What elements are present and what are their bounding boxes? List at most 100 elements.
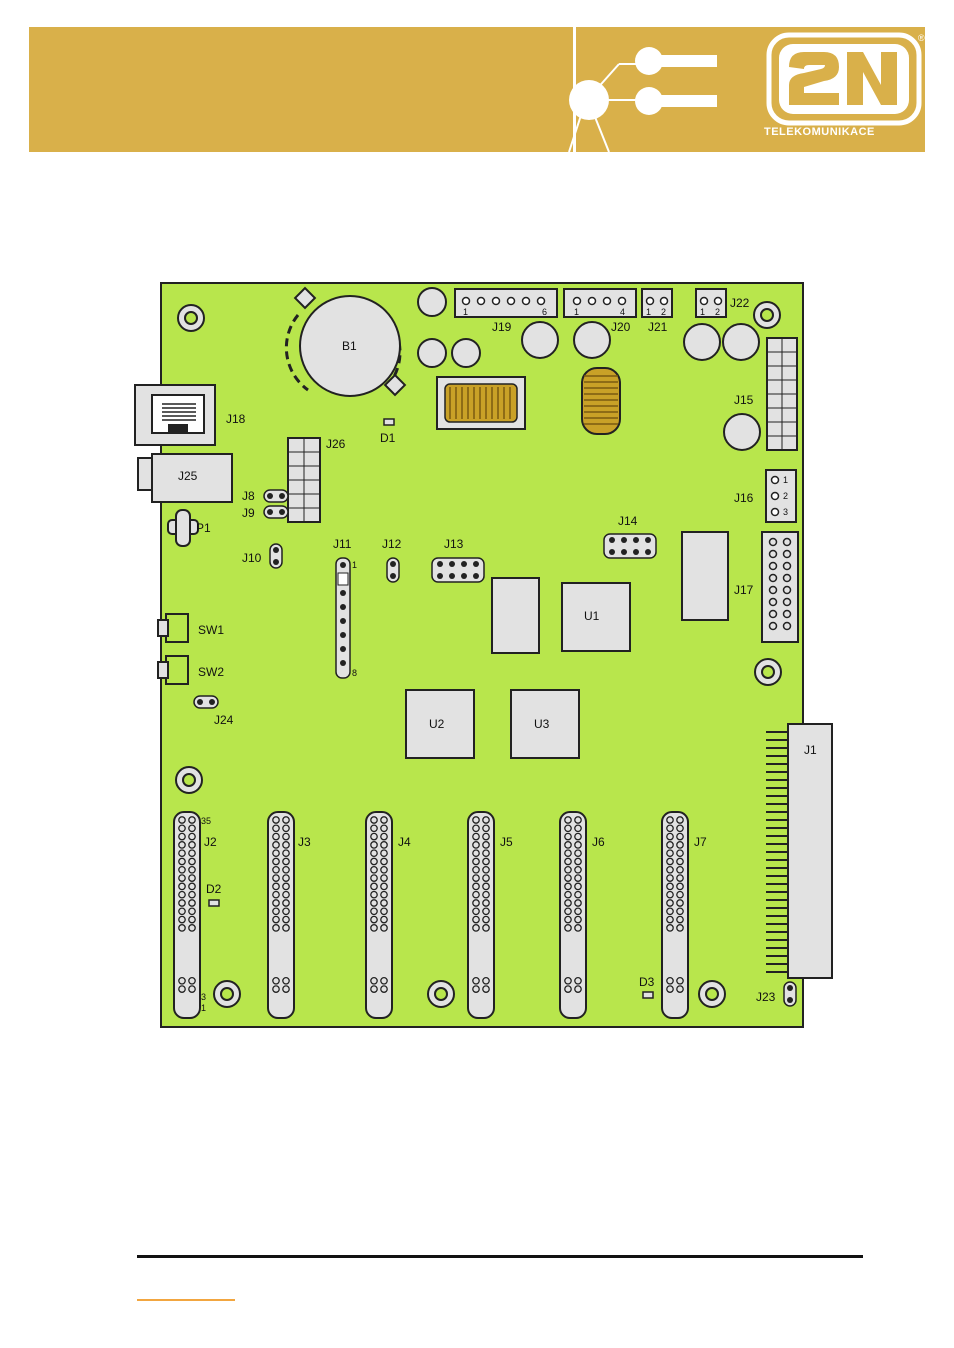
slot-pin (667, 900, 673, 906)
slot-pin (189, 850, 195, 856)
slot-pin (179, 850, 185, 856)
slot-pin (677, 850, 683, 856)
svg-text:1: 1 (783, 475, 788, 485)
slot-pin (283, 900, 289, 906)
slot-pin (667, 825, 673, 831)
slot-pin (473, 908, 479, 914)
slot-pin (483, 875, 489, 881)
slot-pin (473, 900, 479, 906)
slot-pin (283, 817, 289, 823)
slot-pin (381, 842, 387, 848)
svg-text:2: 2 (783, 491, 788, 501)
slot-pin (565, 867, 571, 873)
slot-pin (575, 892, 581, 898)
slot-pin (483, 850, 489, 856)
svg-text:8: 8 (352, 668, 357, 678)
slot-pin (189, 986, 195, 992)
label-j14: J14 (618, 514, 638, 528)
slot-pin (179, 817, 185, 823)
slot-pin (381, 892, 387, 898)
slot-pin (381, 867, 387, 873)
slot-pin (381, 875, 387, 881)
slot-pin (273, 850, 279, 856)
slot-pin (283, 833, 289, 839)
slot-pin (189, 900, 195, 906)
slot-pin (273, 875, 279, 881)
slot-pin (667, 978, 673, 984)
slot-pin (189, 916, 195, 922)
slot-pin (575, 986, 581, 992)
svg-text:1: 1 (700, 307, 705, 317)
slot-pin (381, 916, 387, 922)
slot-pin (473, 825, 479, 831)
slot-pin (283, 908, 289, 914)
label-sw1: SW1 (198, 623, 224, 637)
label-j9: J9 (242, 506, 255, 520)
slot-pin (565, 817, 571, 823)
svg-text:2: 2 (661, 307, 666, 317)
slot-pin (483, 867, 489, 873)
slot-pin (677, 833, 683, 839)
slot-pin (677, 978, 683, 984)
slot-pin (667, 892, 673, 898)
svg-text:1: 1 (646, 307, 651, 317)
slot-pin (565, 858, 571, 864)
slot-pin (189, 867, 195, 873)
slot-pin (179, 892, 185, 898)
slot-pin (483, 916, 489, 922)
slot-pin (381, 978, 387, 984)
inductor-component (582, 368, 620, 434)
slot-pin (189, 825, 195, 831)
label-j18: J18 (226, 412, 246, 426)
slot-pin (371, 842, 377, 848)
slot-pin (575, 817, 581, 823)
slot-pin (483, 817, 489, 823)
slot-pin (283, 925, 289, 931)
slot-pin (565, 833, 571, 839)
chip-unlabeled-1 (492, 578, 539, 653)
slot-pin (667, 925, 673, 931)
slot-pin (179, 925, 185, 931)
slot-pin (189, 833, 195, 839)
slot-pin (565, 978, 571, 984)
slot-pin (473, 986, 479, 992)
slot-pin (273, 858, 279, 864)
slot-pin (677, 867, 683, 873)
slot-pin (273, 825, 279, 831)
slot-pin (371, 875, 377, 881)
slot-pin (483, 842, 489, 848)
slot-pin (179, 858, 185, 864)
slot-pin (273, 833, 279, 839)
svg-text:6: 6 (542, 307, 547, 317)
slot-pin (565, 875, 571, 881)
slot-pin (283, 825, 289, 831)
footer-rule (137, 1255, 863, 1258)
slot-pin (273, 986, 279, 992)
slot-pin (565, 850, 571, 856)
connector-j25: J25 (138, 454, 232, 502)
label-b1: B1 (342, 339, 357, 353)
slot-pin (189, 892, 195, 898)
label-d3: D3 (639, 975, 655, 989)
slot-pin (283, 842, 289, 848)
label-j7: J7 (694, 835, 707, 849)
slot-pin (273, 867, 279, 873)
slot-pin (483, 986, 489, 992)
slot-pin (473, 875, 479, 881)
slot-connector-j5 (468, 812, 494, 1018)
label-u3: U3 (534, 717, 550, 731)
chip-unlabeled-2 (682, 532, 728, 620)
slot-pin (677, 986, 683, 992)
label-j16: J16 (734, 491, 754, 505)
slot-pin (677, 817, 683, 823)
slot-pin (565, 925, 571, 931)
svg-text:1: 1 (463, 307, 468, 317)
slot-pin (273, 817, 279, 823)
slot-pin (189, 908, 195, 914)
slot-pin (273, 908, 279, 914)
slot-pin (575, 858, 581, 864)
slot-pin (677, 842, 683, 848)
crystal-component (437, 377, 525, 429)
slot-pin (677, 925, 683, 931)
slot-pin (575, 825, 581, 831)
